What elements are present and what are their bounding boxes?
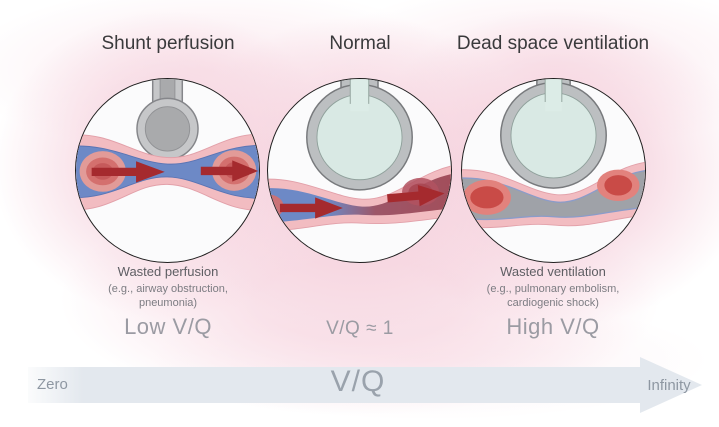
vq-axis: Zero V/Q Infinity xyxy=(0,350,719,425)
panel-title-shunt-perfusion: Shunt perfusion xyxy=(101,33,235,54)
dead-space-illustration xyxy=(461,78,646,263)
open-alveolus-icon xyxy=(306,79,413,191)
red-blood-cell xyxy=(268,194,284,219)
caption-shunt: Wasted perfusion (e.g., airway obstructi… xyxy=(58,264,278,310)
axis-infinity-label: Infinity xyxy=(647,377,691,394)
flow-arrow-icon xyxy=(91,160,259,183)
blood-vessel xyxy=(76,133,259,211)
axis-arrow-icon xyxy=(28,357,702,413)
red-blood-cell xyxy=(462,179,511,215)
vq-label-normal: V/Q ≈ 1 xyxy=(326,318,394,339)
collapsed-alveolus-icon xyxy=(136,79,199,161)
panel-title-dead-space: Dead space ventilation xyxy=(456,33,650,54)
axis-zero-label: Zero xyxy=(37,376,68,393)
flow-arrow-icon xyxy=(279,185,445,219)
caption-line: (e.g., pulmonary embolism, xyxy=(486,283,620,295)
shunt-perfusion-illustration xyxy=(75,78,260,263)
caption-title: Wasted perfusion xyxy=(117,264,219,279)
red-blood-cell xyxy=(596,169,640,202)
axis-vq-label: V/Q xyxy=(330,365,386,398)
open-alveolus-icon xyxy=(500,79,607,189)
caption-title: Wasted ventilation xyxy=(500,264,606,279)
vq-label-low: Low V/Q xyxy=(124,314,212,339)
blocked-blood-vessel xyxy=(462,161,645,229)
caption-line: pneumonia) xyxy=(138,297,198,309)
normal-drawing xyxy=(268,79,451,232)
vq-label-high: High V/Q xyxy=(506,314,600,339)
dead-space-drawing xyxy=(462,79,645,229)
caption-line: cardiogenic shock) xyxy=(507,297,599,309)
normal-illustration xyxy=(267,78,452,263)
caption-line: (e.g., airway obstruction, xyxy=(108,283,228,295)
panel-title-normal: Normal xyxy=(329,33,391,54)
shunt-perfusion-drawing xyxy=(76,79,259,211)
caption-dead-space: Wasted ventilation (e.g., pulmonary embo… xyxy=(443,264,663,310)
